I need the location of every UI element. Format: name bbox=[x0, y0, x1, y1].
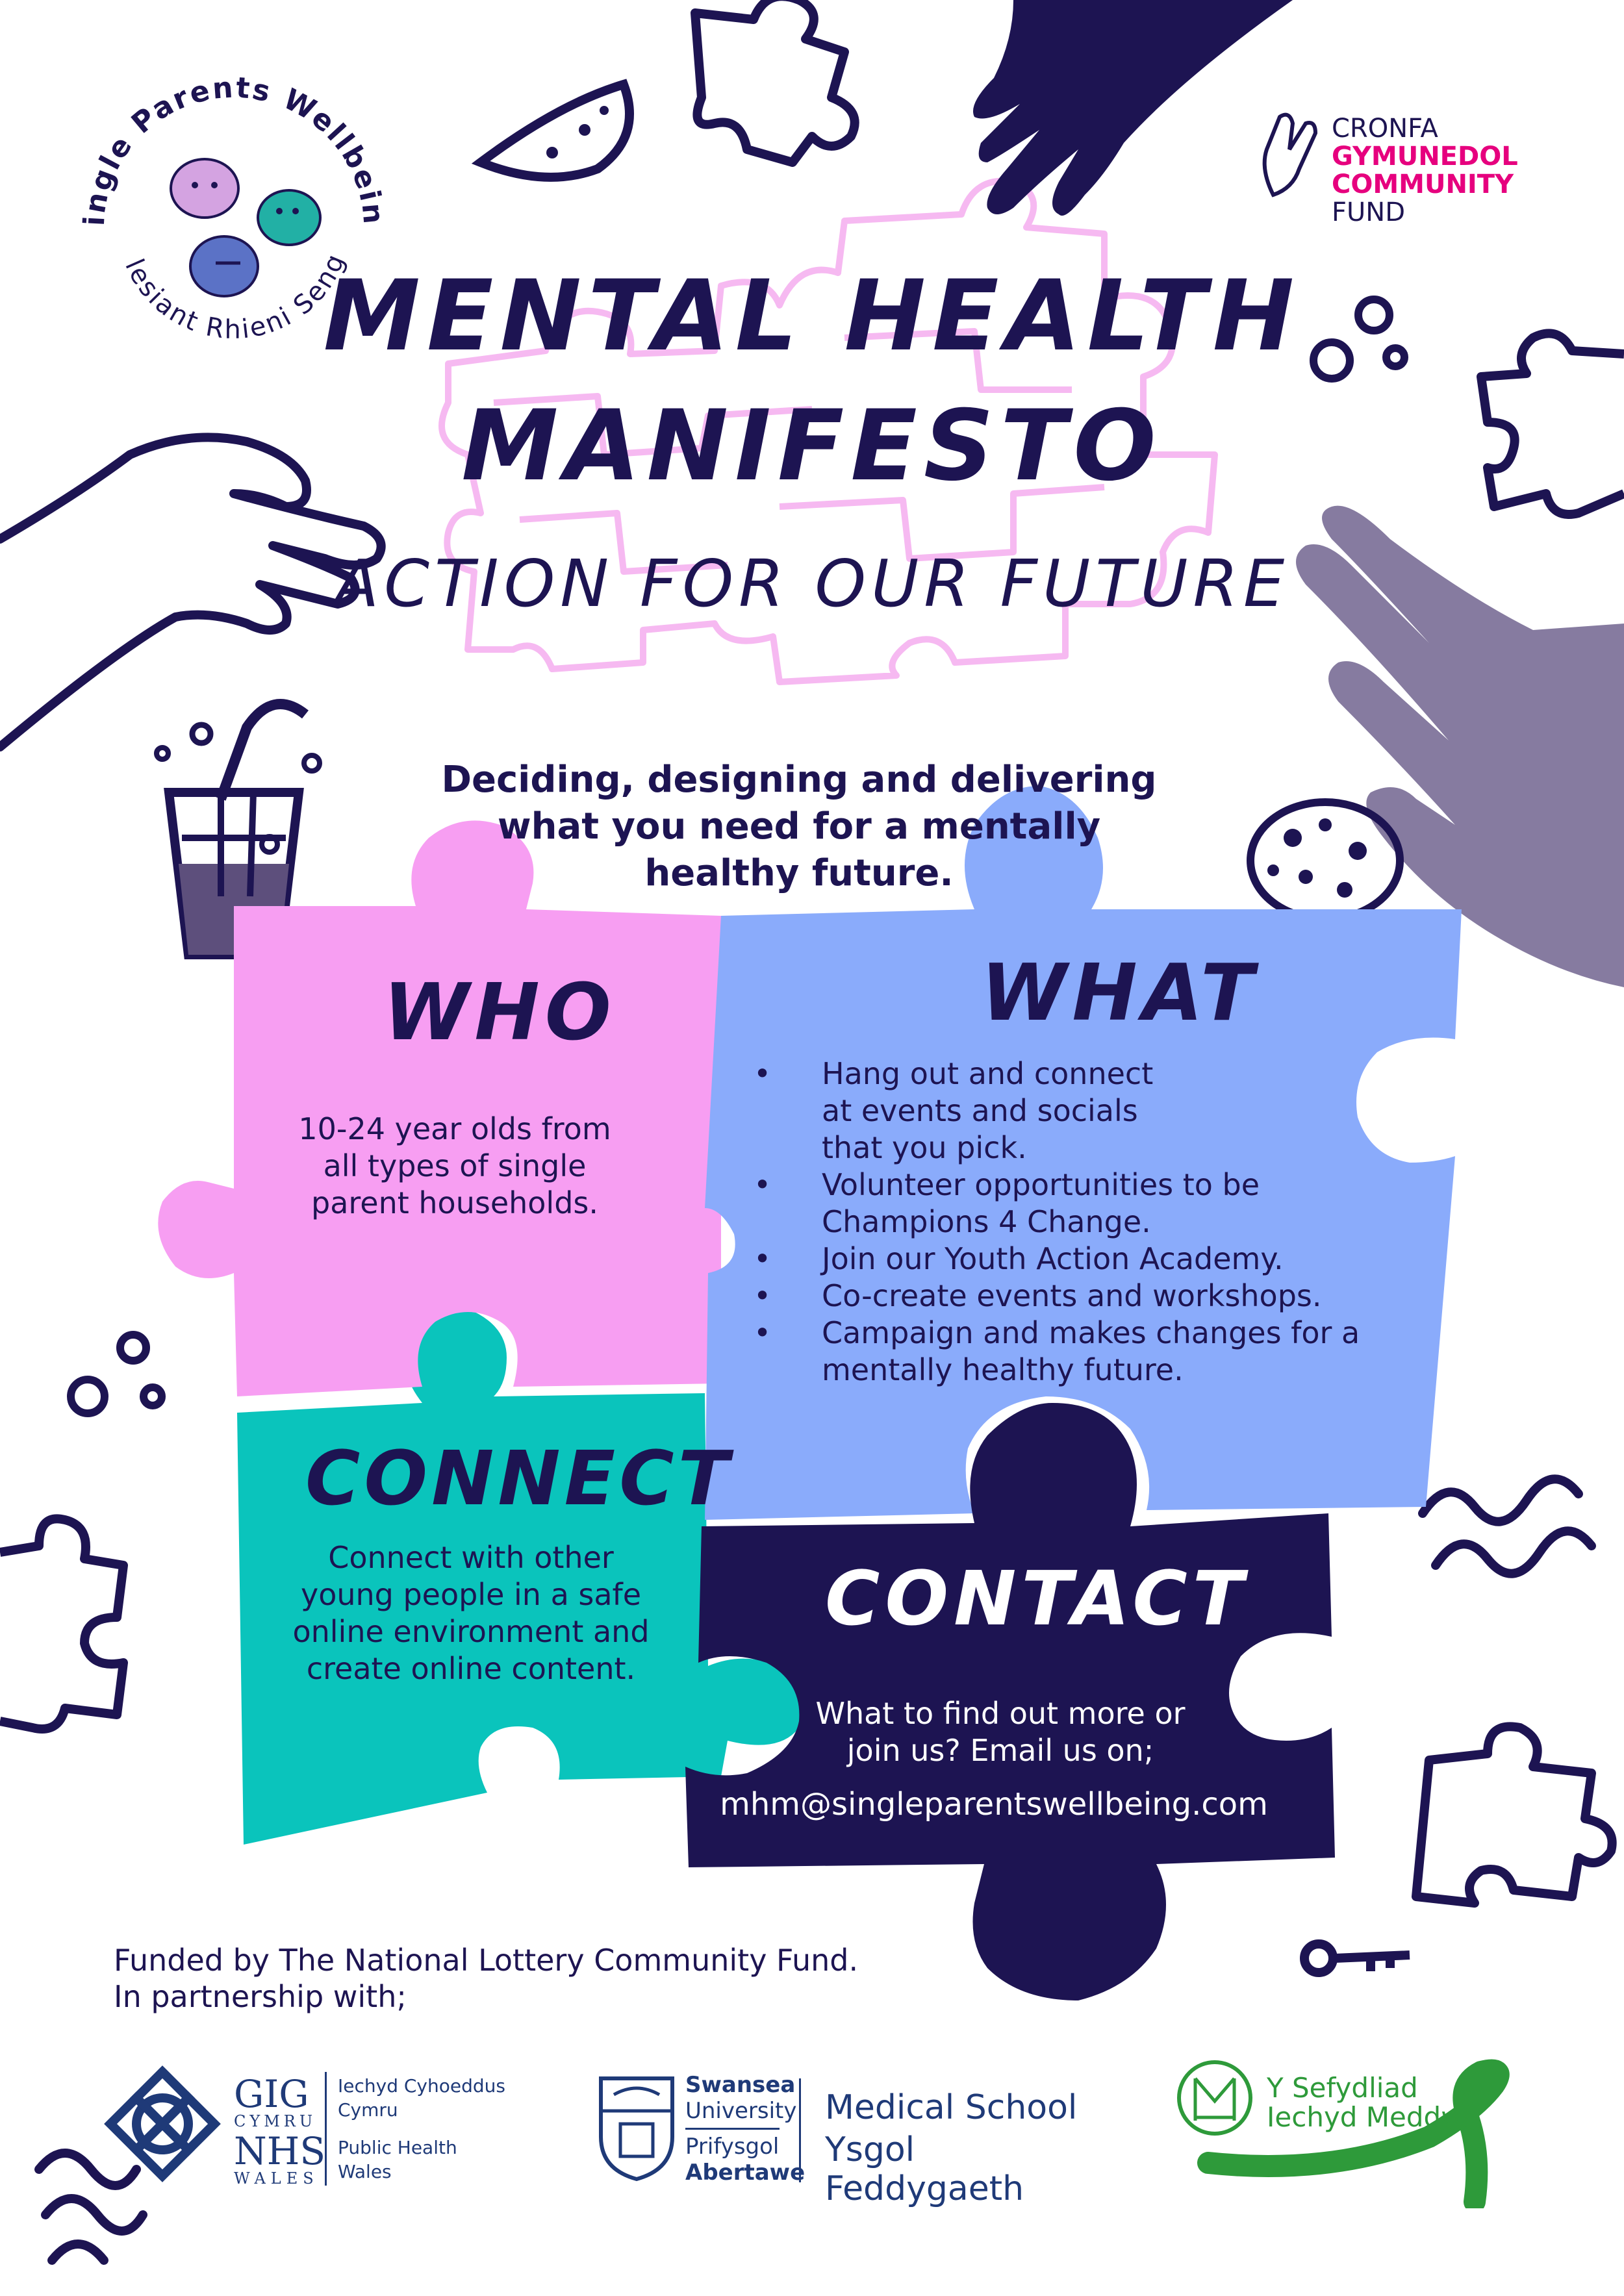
list-item: Join our Youth Action Academy. bbox=[747, 1241, 1371, 1278]
celtic-knot-icon bbox=[104, 2065, 221, 2182]
seed-doodle bbox=[471, 79, 634, 182]
swansea-line2: University bbox=[685, 2098, 797, 2124]
spw-logo-graphic: Single Parents Wellbeing Llesiant Rhieni… bbox=[54, 39, 388, 345]
nhs-english-name-1: Public Health bbox=[338, 2137, 457, 2158]
connect-line4: create online content. bbox=[306, 1651, 636, 1686]
hand-icon bbox=[1296, 505, 1624, 987]
page-title-line2: MANIFESTO bbox=[461, 390, 1163, 503]
funded-line2: In partnership with; bbox=[114, 1979, 407, 2014]
tagline-line1: Deciding, designing and delivering bbox=[441, 759, 1157, 801]
hand-icon bbox=[973, 0, 1293, 216]
list-item-line: Join our Youth Action Academy. bbox=[822, 1241, 1284, 1276]
list-item: Hang out and connect at events and socia… bbox=[747, 1055, 1371, 1167]
who-piece bbox=[158, 820, 722, 1396]
page-title-line1: MENTAL HEALTH bbox=[323, 260, 1301, 373]
nhs-welsh-name-1: Iechyd Cyhoeddus bbox=[338, 2075, 505, 2097]
list-item-line: that you pick. bbox=[822, 1130, 1027, 1165]
list-item: Co-create events and workshops. bbox=[747, 1278, 1371, 1315]
funded-line1: Funded by The National Lottery Community… bbox=[114, 1943, 859, 1978]
puzzle-piece-icon bbox=[691, 0, 859, 167]
who-line2: all types of single bbox=[323, 1148, 587, 1183]
tagline: Deciding, designing and delivering what … bbox=[390, 757, 1208, 897]
nhs-cymru: CYMRU bbox=[234, 2112, 317, 2130]
spw-logo: Single Parents Wellbeing Llesiant Rhieni… bbox=[54, 39, 403, 403]
tagline-line3: healthy future. bbox=[644, 852, 954, 894]
ribbon-icon bbox=[1177, 2059, 1510, 2208]
connect-text: Connect with other young people in a saf… bbox=[279, 1539, 663, 1687]
list-item-line: Campaign and makes changes for a bbox=[822, 1315, 1360, 1350]
list-item-line: mentally healthy future. bbox=[822, 1352, 1184, 1387]
page-subtitle: ACTION FOR OUR FUTURE bbox=[334, 546, 1290, 622]
puzzle-piece-icon bbox=[1477, 329, 1624, 519]
contact-text: What to find out more or join us? Email … bbox=[747, 1695, 1254, 1769]
contact-title: CONTACT bbox=[825, 1556, 1249, 1643]
funded-by-text: Funded by The National Lottery Community… bbox=[114, 1942, 858, 2015]
title-puzzle-outline bbox=[438, 177, 1218, 685]
list-item: Campaign and makes changes for a mentall… bbox=[747, 1315, 1371, 1389]
connect-line3: online environment and bbox=[292, 1614, 650, 1649]
list-item-line: Volunteer opportunities to be bbox=[822, 1167, 1260, 1202]
list-item-line: Co-create events and workshops. bbox=[822, 1278, 1322, 1313]
lottery-line2: GYMUNEDOL bbox=[1332, 142, 1518, 171]
bubbles-doodle bbox=[1310, 296, 1408, 383]
lottery-logo: CRONFA GYMUNEDOL COMMUNITY FUND bbox=[1254, 84, 1553, 240]
logo-divider bbox=[685, 2128, 780, 2130]
who-text: 10-24 year olds from all types of single… bbox=[279, 1111, 630, 1222]
crest-icon bbox=[599, 2076, 674, 2182]
logo-divider bbox=[325, 2072, 327, 2186]
swansea-school-en: Medical School bbox=[825, 2088, 1078, 2127]
list-item: Volunteer opportunities to be Champions … bbox=[747, 1167, 1371, 1241]
what-title: WHAT bbox=[981, 948, 1260, 1039]
nhs-english-name-2: Wales bbox=[338, 2161, 392, 2182]
list-item-line: at events and socials bbox=[822, 1093, 1138, 1128]
contact-piece bbox=[685, 1403, 1335, 2000]
crossed-fingers-icon bbox=[1262, 112, 1318, 197]
key-icon bbox=[1300, 1939, 1410, 1977]
squiggle-doodle bbox=[34, 2149, 147, 2265]
swansea-line3: Prifysgol bbox=[685, 2134, 780, 2160]
connect-piece bbox=[237, 1307, 807, 1845]
hand-icon bbox=[0, 433, 386, 751]
list-item-line: Champions 4 Change. bbox=[822, 1204, 1151, 1239]
tagline-line2: what you need for a mentally bbox=[497, 805, 1101, 848]
nhs-public-health-wales-logo: GIG CYMRU NHS WALES Iechyd Cyhoeddus Cym… bbox=[104, 2065, 520, 2189]
lottery-line3: COMMUNITY bbox=[1332, 170, 1514, 199]
swansea-line4: Abertawe bbox=[685, 2160, 806, 2186]
who-title: WHO bbox=[383, 968, 616, 1058]
who-line3: parent households. bbox=[311, 1185, 598, 1220]
swansea-line1: Swansea bbox=[685, 2072, 796, 2098]
logo-divider bbox=[799, 2078, 801, 2182]
connect-line2: young people in a safe bbox=[300, 1577, 642, 1612]
mh-line2: Iechyd Meddwl bbox=[1267, 2101, 1471, 2133]
bubbles-doodle bbox=[67, 1331, 166, 1417]
connect-title: CONNECT bbox=[305, 1435, 733, 1522]
mh-line1: Y Sefydliad bbox=[1267, 2072, 1418, 2104]
connect-line1: Connect with other bbox=[328, 1540, 614, 1575]
squiggle-doodle bbox=[1418, 1474, 1596, 1578]
nhs-wales: WALES bbox=[234, 2169, 319, 2188]
contact-line2: join us? Email us on; bbox=[846, 1733, 1154, 1768]
puzzle-piece-icon bbox=[0, 1514, 128, 1734]
nhs-nhs: NHS bbox=[234, 2129, 326, 2173]
contact-email-link[interactable]: mhm@singleparentswellbeing.com bbox=[720, 1786, 1268, 1823]
lottery-line4: FUND bbox=[1332, 197, 1406, 227]
puzzle-piece-icon bbox=[1412, 1722, 1617, 1908]
swansea-school-cy: Ysgol Feddygaeth bbox=[825, 2130, 1024, 2208]
list-item-line: Hang out and connect bbox=[822, 1056, 1154, 1091]
contact-line1: What to find out more or bbox=[815, 1696, 1186, 1731]
mental-health-foundation-logo: Y Sefydliad Iechyd Meddwl bbox=[1169, 2059, 1533, 2208]
nhs-welsh-name-2: Cymru bbox=[338, 2099, 398, 2121]
swansea-university-logo: Swansea University Prifysgol Abertawe Me… bbox=[594, 2072, 1114, 2208]
lottery-line1: CRONFA bbox=[1332, 114, 1438, 144]
who-line1: 10-24 year olds from bbox=[298, 1111, 611, 1146]
nhs-gig: GIG bbox=[234, 2072, 309, 2116]
speech-bubble-icon bbox=[170, 158, 322, 297]
what-list: Hang out and connect at events and socia… bbox=[747, 1055, 1371, 1389]
